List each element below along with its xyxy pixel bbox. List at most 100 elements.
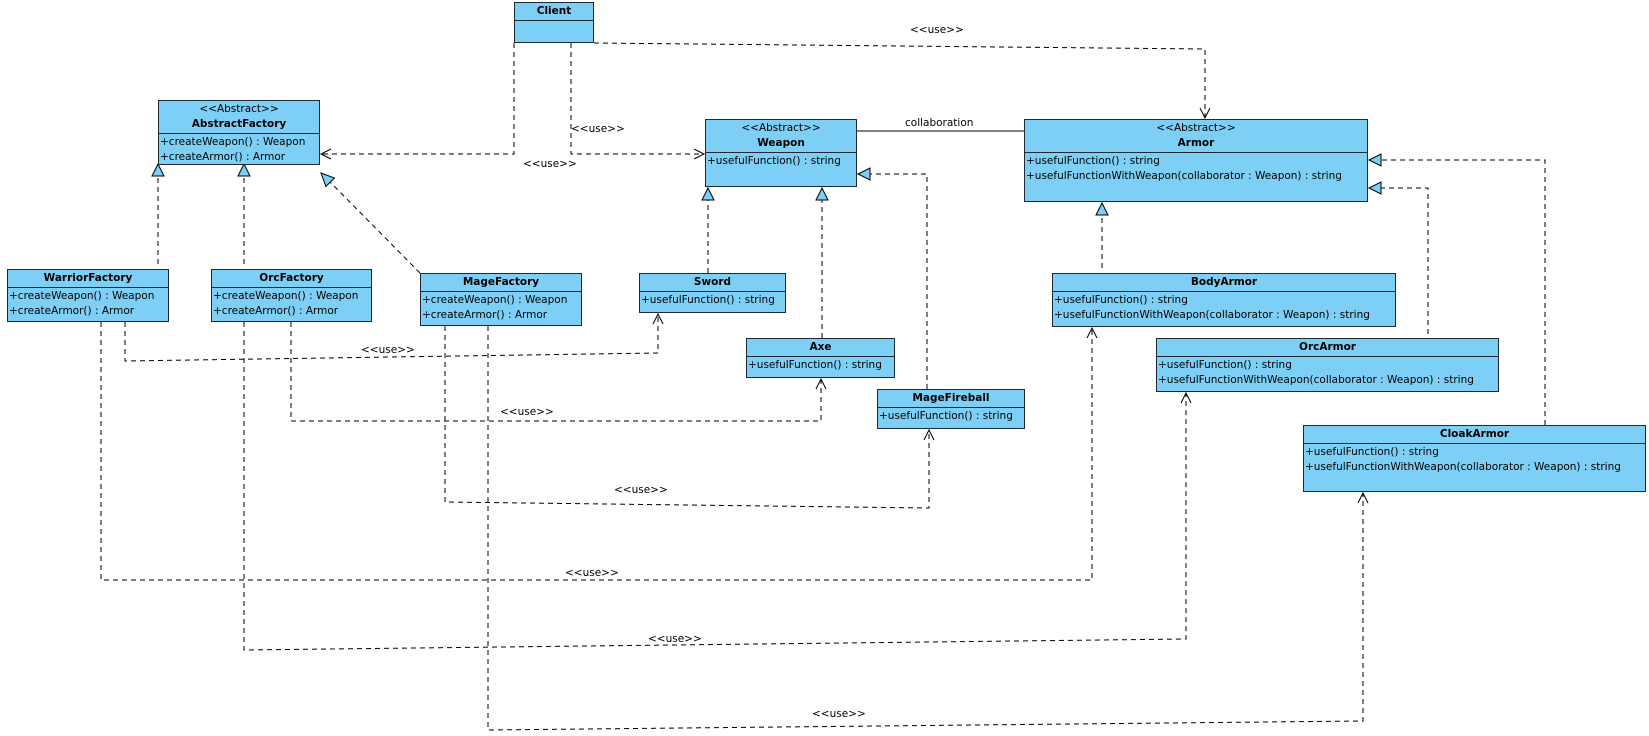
- dependency-line: [570, 43, 703, 155]
- class-body-armor: BodyArmor+usefulFunction() : string+usef…: [1052, 273, 1396, 327]
- class-header: BodyArmor: [1053, 274, 1395, 292]
- class-header: MageFireball: [878, 390, 1024, 408]
- dependency-line: [487, 326, 1364, 731]
- class-operation: +usefulFunction() : string: [641, 294, 775, 306]
- class-header: <<Abstract>> Armor: [1025, 120, 1367, 153]
- inheritance-arrowhead: [1367, 181, 1382, 195]
- dependency-arrowhead: [652, 312, 664, 325]
- class-operation: +createWeapon() : Weapon: [422, 294, 568, 306]
- realization-line: [1381, 159, 1546, 425]
- class-header: MageFactory: [421, 274, 581, 292]
- class-operation: +usefulFunction() : string: [1026, 155, 1160, 167]
- use-label: <<use>>: [361, 344, 415, 356]
- dependency-arrowhead: [693, 148, 706, 160]
- class-operations: +usefulFunction() : string: [878, 408, 1024, 425]
- class-operations: +usefulFunction() : string +usefulFunctio…: [1025, 153, 1367, 185]
- class-name: BodyArmor: [1190, 276, 1258, 288]
- dependency-arrowhead: [1180, 391, 1192, 404]
- class-operation: +usefulFunction() : string: [707, 155, 841, 167]
- use-label: <<use>>: [571, 123, 625, 135]
- inheritance-arrowhead: [815, 186, 829, 201]
- inheritance-arrowhead: [151, 162, 165, 177]
- realization-line: [1381, 187, 1429, 334]
- class-stereotype: <<Abstract>>: [1156, 122, 1236, 134]
- inheritance-arrowhead: [856, 167, 871, 181]
- class-mage-fireball: MageFireball +usefulFunction() : string: [877, 389, 1025, 429]
- class-name: Weapon: [757, 137, 805, 149]
- use-label: <<use>>: [614, 484, 668, 496]
- class-name: WarriorFactory: [43, 272, 133, 284]
- class-operation: +createArmor() : Armor: [9, 305, 135, 317]
- class-header: <<Abstract>> Weapon: [706, 120, 856, 153]
- class-name: CloakArmor: [1439, 428, 1510, 440]
- class-operation: +createWeapon() : Weapon: [160, 136, 306, 148]
- inheritance-arrowhead: [237, 162, 251, 177]
- dependency-arrowhead: [1199, 107, 1211, 120]
- class-weapon: <<Abstract>> Weapon +usefulFunction() : st…: [705, 119, 857, 187]
- class-orc-factory: OrcFactory+createWeapon() : Weapon+creat…: [211, 269, 372, 322]
- class-header: OrcFactory: [212, 270, 371, 288]
- class-header: CloakArmor: [1304, 426, 1645, 444]
- class-orc-armor: OrcArmor+usefulFunction() : string+usefu…: [1156, 338, 1499, 392]
- class-operation: +usefulFunction() : string: [1158, 359, 1292, 371]
- use-label: <<use>>: [812, 708, 866, 720]
- dependency-arrowhead: [923, 428, 935, 441]
- class-operation: +createWeapon() : Weapon: [213, 290, 359, 302]
- dependency-arrowhead: [1357, 491, 1369, 504]
- class-operations: +usefulFunction() : string: [640, 292, 785, 309]
- class-operation: +usefulFunctionWithWeapon(collaborator :…: [1305, 461, 1621, 473]
- class-operation: +createWeapon() : Weapon: [9, 290, 155, 302]
- collaboration-label: collaboration: [905, 117, 974, 129]
- dependency-arrowhead: [815, 377, 827, 390]
- class-header: OrcArmor: [1157, 339, 1498, 357]
- inheritance-arrowhead: [701, 186, 715, 201]
- class-operations: +createWeapon() : Weapon +createArmor() :…: [421, 292, 581, 324]
- class-operations: +createWeapon() : Weapon +createArmor() :…: [8, 288, 168, 320]
- class-name: OrcArmor: [1299, 341, 1356, 353]
- class-axe: Axe +usefulFunction() : string: [746, 338, 895, 378]
- class-operations: +createWeapon() : Weapon +createArmor() :…: [212, 288, 371, 320]
- class-name: Sword: [693, 276, 732, 288]
- dependency-line: [444, 326, 930, 509]
- class-name: MageFactory: [462, 276, 540, 288]
- class-stereotype: <<Abstract>>: [741, 122, 821, 134]
- class-operations: +usefulFunction() : string: [706, 153, 856, 170]
- class-name: Axe: [809, 341, 832, 353]
- use-label: <<use>>: [648, 633, 702, 645]
- class-operation: +usefulFunction() : string: [1054, 294, 1188, 306]
- class-stereotype: <<Abstract>>: [199, 103, 279, 115]
- class-header: WarriorFactory: [8, 270, 168, 288]
- dependency-line: [322, 43, 515, 155]
- class-operation: +createArmor() : Armor: [213, 305, 339, 317]
- class-mage-factory: MageFactory+createWeapon() : Weapon+crea…: [420, 273, 582, 326]
- class-operation: +usefulFunctionWithWeapon(collaborator :…: [1026, 170, 1342, 182]
- class-operation: +createArmor() : Armor: [422, 309, 548, 321]
- dependency-arrowhead: [1086, 326, 1098, 339]
- class-operation: +usefulFunction() : string: [748, 359, 882, 371]
- inheritance-arrowhead: [1095, 201, 1109, 216]
- use-label: <<use>>: [500, 406, 554, 418]
- dependency-line: [124, 315, 659, 362]
- class-name: OrcFactory: [259, 272, 324, 284]
- class-name: MageFireball: [912, 392, 990, 404]
- class-operations: +usefulFunction() : string: [747, 357, 894, 374]
- realization-line: [328, 180, 421, 274]
- class-header: Client: [515, 3, 593, 21]
- use-label: <<use>>: [523, 158, 577, 170]
- dependency-line: [100, 322, 1093, 581]
- inheritance-arrowhead: [1367, 153, 1382, 167]
- dependency-line: [593, 42, 1206, 117]
- class-header: Sword: [640, 274, 785, 292]
- class-name: Armor: [1177, 137, 1215, 149]
- class-cloak-armor: CloakArmor+usefulFunction() : string+use…: [1303, 425, 1646, 492]
- class-operations: +usefulFunction() : string+usefulFunctio…: [1053, 292, 1395, 324]
- class-operation: +usefulFunction() : string: [1305, 446, 1439, 458]
- class-operations: +usefulFunction() : string +usefulFunctio…: [1304, 444, 1645, 476]
- dependency-arrowhead: [319, 148, 332, 160]
- class-armor: <<Abstract>> Armor +usefulFunction() : str…: [1024, 119, 1368, 202]
- dependency-line: [243, 322, 1187, 651]
- class-header: Axe: [747, 339, 894, 357]
- class-client: Client: [514, 2, 594, 43]
